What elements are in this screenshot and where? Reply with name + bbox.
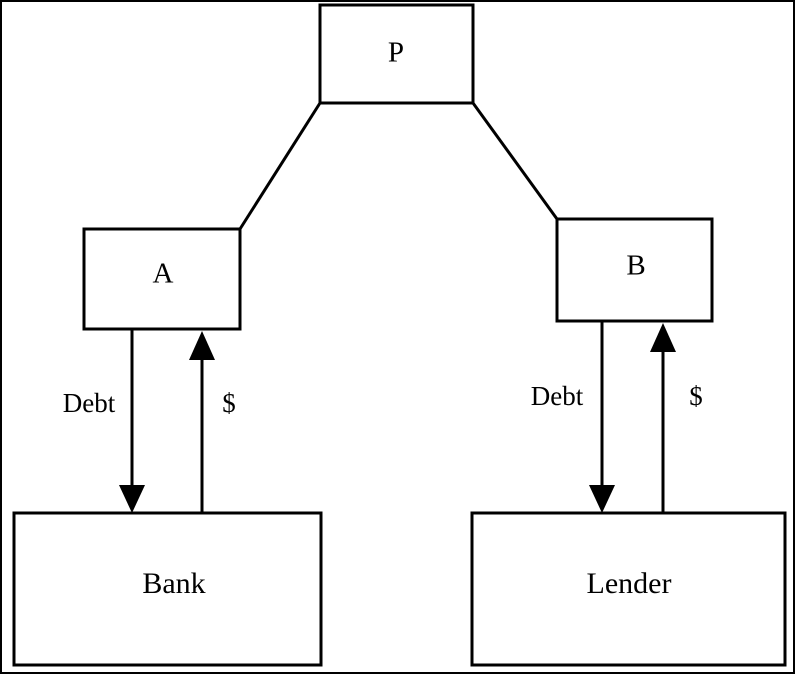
arrow-head-a-to-bank-debt xyxy=(119,485,145,513)
node-p-label: P xyxy=(388,37,404,69)
node-p-box xyxy=(318,3,475,105)
node-bank-box xyxy=(12,511,323,667)
node-b-box xyxy=(555,217,714,323)
node-a-label: A xyxy=(153,258,174,290)
arrow-head-bank-to-a-cash xyxy=(189,331,215,360)
node-lender-label: Lender xyxy=(587,567,672,600)
node-lender-box xyxy=(470,511,787,667)
arrow-head-b-to-lender-debt xyxy=(589,485,615,513)
edge-label-b-to-lender-debt: Debt xyxy=(531,381,584,411)
edge-label-bank-to-a-cash: $ xyxy=(222,388,236,418)
edge-label-lender-to-b-cash: $ xyxy=(689,381,703,411)
node-bank[interactable]: Bank xyxy=(12,511,323,667)
node-b-label: B xyxy=(626,250,645,282)
node-a-box xyxy=(82,227,242,331)
edge-label-a-to-bank-debt: Debt xyxy=(63,388,116,418)
node-b[interactable]: B xyxy=(555,217,714,323)
node-p[interactable]: P xyxy=(318,3,475,105)
connector-p-to-a xyxy=(238,102,322,230)
arrow-head-lender-to-b-cash xyxy=(650,323,676,352)
node-lender[interactable]: Lender xyxy=(470,511,787,667)
connector-p-to-b xyxy=(471,102,559,220)
node-bank-label: Bank xyxy=(142,567,205,600)
node-a[interactable]: A xyxy=(82,227,242,331)
